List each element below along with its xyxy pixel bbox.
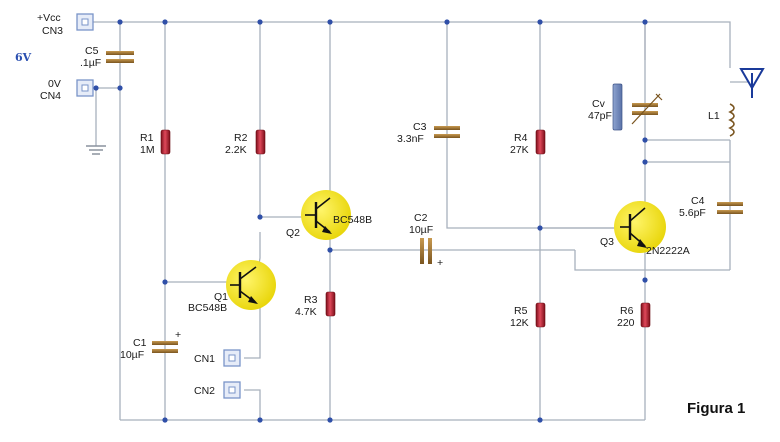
q2-ref: Q2 (286, 227, 300, 239)
cv-ref: Cv (592, 98, 606, 110)
c2-value: 10µF (409, 224, 433, 236)
c1-ref: C1 (133, 337, 147, 349)
resistor-r3: R3 4.7K (295, 291, 336, 318)
c4-ref: C4 (691, 195, 705, 207)
resistor-r2: R2 2.2K (225, 129, 266, 156)
r2-value: 2.2K (225, 144, 247, 156)
c2-ref: C2 (414, 212, 428, 224)
r5-ref: R5 (514, 305, 528, 317)
r3-ref: R3 (304, 294, 318, 306)
r6-ref: R6 (620, 305, 634, 317)
c5-value: .1µF (80, 57, 101, 69)
resistor-r1: R1 1M (140, 129, 171, 156)
c5-ref: C5 (85, 45, 99, 57)
antenna-icon (739, 68, 765, 98)
terminal-cn1: CN1 (194, 349, 241, 367)
cn1-label: CN1 (194, 353, 215, 365)
r1-ref: R1 (140, 132, 154, 144)
vcc-label: +Vcc (37, 12, 61, 24)
figure-caption: Figura 1 (687, 400, 745, 417)
q3-part: 2N2222A (646, 245, 690, 257)
trimmer-capacitor-cv: Cv 47pF (588, 83, 663, 131)
q2-part: BC548B (333, 214, 372, 226)
terminal-cn3: +Vcc CN3 (37, 12, 94, 37)
l1-ref: L1 (708, 110, 720, 122)
transistor-q2: Q2 BC548B (286, 190, 372, 240)
cv-value: 47pF (588, 110, 612, 122)
capacitor-c3: C3 3.3nF (397, 121, 460, 145)
inductor-l1: L1 (708, 103, 735, 137)
gnd-terminal-label: 0V (48, 78, 61, 90)
transistor-q1: Q1 BC548B (188, 260, 276, 314)
c4-value: 5.6pF (679, 207, 706, 219)
ground-symbol (86, 145, 106, 155)
q3-ref: Q3 (600, 236, 614, 248)
c3-ref: C3 (413, 121, 427, 133)
resistor-r4: R4 27K (510, 129, 546, 156)
r5-value: 12K (510, 317, 529, 329)
resistor-r6: R6 220 (617, 302, 651, 329)
r1-value: 1M (140, 144, 155, 156)
c1-polarity: + (175, 329, 181, 341)
r4-ref: R4 (514, 132, 528, 144)
capacitor-c5: C5 .1µF (80, 45, 134, 69)
c1-value: 10µF (120, 349, 144, 361)
cn4-label: CN4 (40, 90, 61, 102)
capacitor-c1: + C1 10µF (120, 329, 181, 361)
junction-dots (93, 19, 648, 423)
capacitor-c4: C4 5.6pF (679, 195, 743, 219)
r2-ref: R2 (234, 132, 248, 144)
terminal-cn4: 0V CN4 (40, 78, 94, 102)
q1-part: BC548B (188, 302, 227, 314)
r6-value: 220 (617, 317, 635, 329)
transistor-q3: Q3 2N2222A (600, 201, 690, 257)
r4-value: 27K (510, 144, 529, 156)
cn2-label: CN2 (194, 385, 215, 397)
c3-value: 3.3nF (397, 133, 424, 145)
cn3-label: CN3 (42, 25, 63, 37)
c2-polarity: + (437, 257, 443, 269)
capacitor-c2: + C2 10µF (409, 212, 443, 269)
terminal-cn2: CN2 (194, 381, 241, 399)
r3-value: 4.7K (295, 306, 317, 318)
resistor-r5: R5 12K (510, 302, 546, 329)
supply-voltage-label: 6V (15, 51, 32, 64)
q1-ref: Q1 (214, 291, 228, 303)
